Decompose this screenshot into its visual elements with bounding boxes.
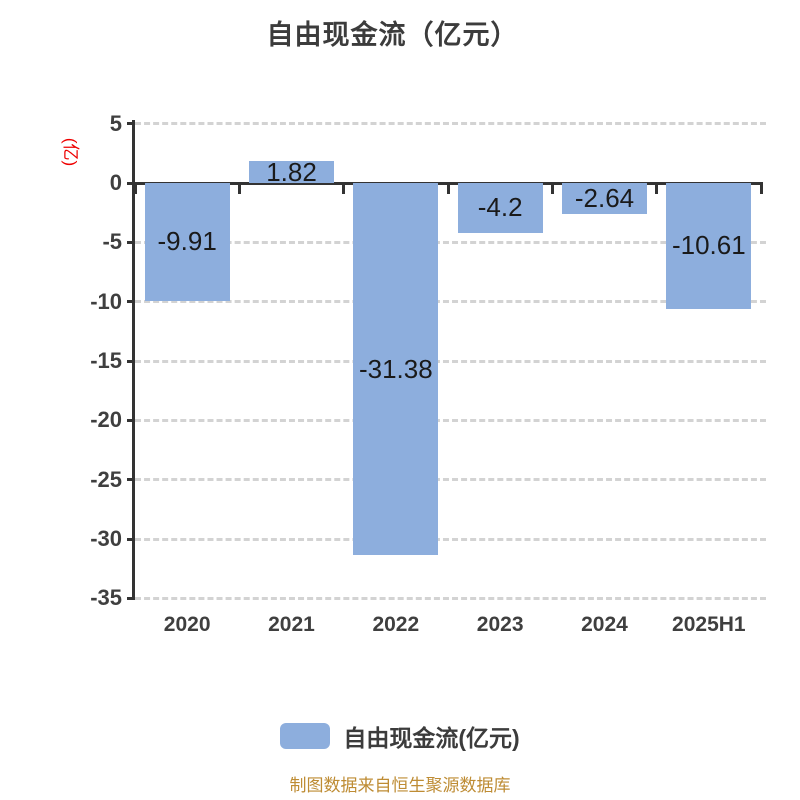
x-category-label: 2021	[268, 613, 315, 636]
y-axis-tick	[127, 240, 135, 244]
x-axis-tick	[237, 181, 241, 194]
bar[interactable]: -10.61	[666, 183, 752, 309]
bar-value-label: -4.2	[477, 192, 523, 223]
bar[interactable]: 1.82	[249, 157, 334, 187]
chart-title: 自由现金流（亿元）	[266, 20, 519, 50]
gridline	[135, 300, 766, 304]
x-axis-tick	[550, 181, 554, 194]
y-axis-tick	[127, 359, 135, 363]
legend-label: 自由现金流(亿元)	[343, 725, 520, 751]
y-axis-tick	[127, 478, 135, 482]
gridline	[135, 537, 766, 541]
bar[interactable]: -31.38	[353, 183, 439, 556]
y-tick-label: 0	[109, 170, 122, 195]
y-axis-tick	[127, 122, 135, 126]
y-tick-label: -10	[90, 288, 122, 314]
bar[interactable]: -2.64	[562, 183, 647, 215]
bar-value-label: -31.38	[358, 353, 433, 384]
y-tick-label: -15	[90, 348, 122, 374]
bar-value-label: -9.91	[157, 226, 217, 257]
x-axis-tick	[342, 181, 346, 194]
y-tick-label: -20	[90, 407, 122, 433]
x-axis-tick	[759, 181, 763, 194]
bar-value-label: 1.82	[266, 156, 317, 187]
gridline	[135, 359, 766, 363]
legend-swatch	[280, 723, 331, 749]
y-axis-line	[132, 120, 135, 600]
x-category-label: 2022	[372, 613, 420, 636]
x-axis-tick	[133, 181, 137, 194]
gridline	[135, 240, 766, 244]
y-tick-label: 5	[109, 110, 122, 136]
gridline	[135, 418, 766, 422]
gridline	[135, 478, 766, 482]
x-axis-tick	[446, 181, 450, 194]
bar-value-label: -2.64	[574, 183, 635, 214]
y-axis-tick	[127, 300, 135, 304]
bar-value-label: -10.61	[671, 230, 746, 261]
x-axis-tick	[655, 181, 659, 194]
x-category-label: 2023	[476, 613, 524, 636]
x-category-label: 2020	[163, 613, 211, 636]
x-category-label: 2025H1	[672, 613, 746, 636]
y-axis-tick	[127, 418, 135, 422]
y-tick-label: -25	[90, 466, 122, 492]
x-category-label: 2024	[581, 613, 628, 636]
y-tick-label: -5	[102, 229, 122, 255]
y-tick-label: -30	[90, 526, 122, 552]
y-axis-tick	[127, 596, 135, 600]
y-tick-label: -35	[90, 585, 122, 611]
y-axis-tick	[127, 181, 135, 185]
bar[interactable]: -9.91	[144, 183, 230, 301]
y-axis-tick	[127, 537, 135, 541]
gridline	[135, 596, 766, 600]
data-source-note: 制图数据来自恒生聚源数据库	[289, 776, 511, 795]
legend[interactable]: 自由现金流(亿元)	[0, 719, 800, 753]
gridline	[135, 122, 766, 126]
bar[interactable]: -4.2	[457, 183, 543, 233]
